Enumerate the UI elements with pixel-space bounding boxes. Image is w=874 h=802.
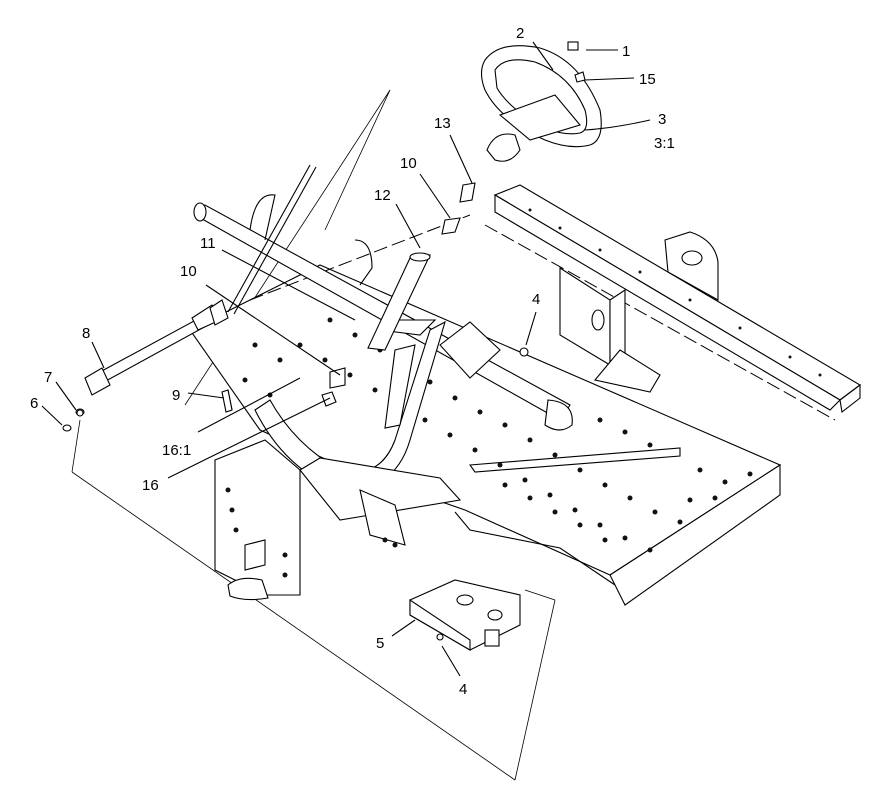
callout-labels: 1 2 15 3 3:1 13 10 12 11 10 4 8 7 6 9 16… xyxy=(30,25,675,698)
callout-8: 8 xyxy=(82,325,90,342)
steering-wheel xyxy=(480,41,602,162)
callout-13: 13 xyxy=(434,115,451,132)
callout-16: 16 xyxy=(142,477,159,494)
front-frame xyxy=(214,439,462,601)
callout-16-1: 16:1 xyxy=(162,442,191,459)
callout-4-upper: 4 xyxy=(532,291,540,308)
callout-5: 5 xyxy=(376,635,384,652)
callout-1: 1 xyxy=(622,43,630,60)
callout-leaders xyxy=(41,41,651,677)
steering-shaft-assembly xyxy=(62,164,317,432)
callout-6: 6 xyxy=(30,395,38,412)
callout-9: 9 xyxy=(172,387,180,404)
floor-pan xyxy=(189,214,782,606)
callout-2: 2 xyxy=(516,25,524,42)
steering-gear-box xyxy=(409,579,521,651)
rear-mount-bracket xyxy=(559,266,661,393)
callout-4-lower: 4 xyxy=(459,681,467,698)
callout-3: 3 xyxy=(658,111,666,128)
callout-3-1: 3:1 xyxy=(654,135,675,152)
callout-15: 15 xyxy=(639,71,656,88)
callout-10-upper: 10 xyxy=(400,155,417,172)
hardware-parts xyxy=(76,347,529,417)
callout-11: 11 xyxy=(200,235,216,252)
steering-column-tube xyxy=(227,182,476,411)
callout-12: 12 xyxy=(374,187,391,204)
rear-frame-rail xyxy=(484,184,861,421)
callout-10-lower: 10 xyxy=(180,263,197,280)
callout-7: 7 xyxy=(44,369,52,386)
